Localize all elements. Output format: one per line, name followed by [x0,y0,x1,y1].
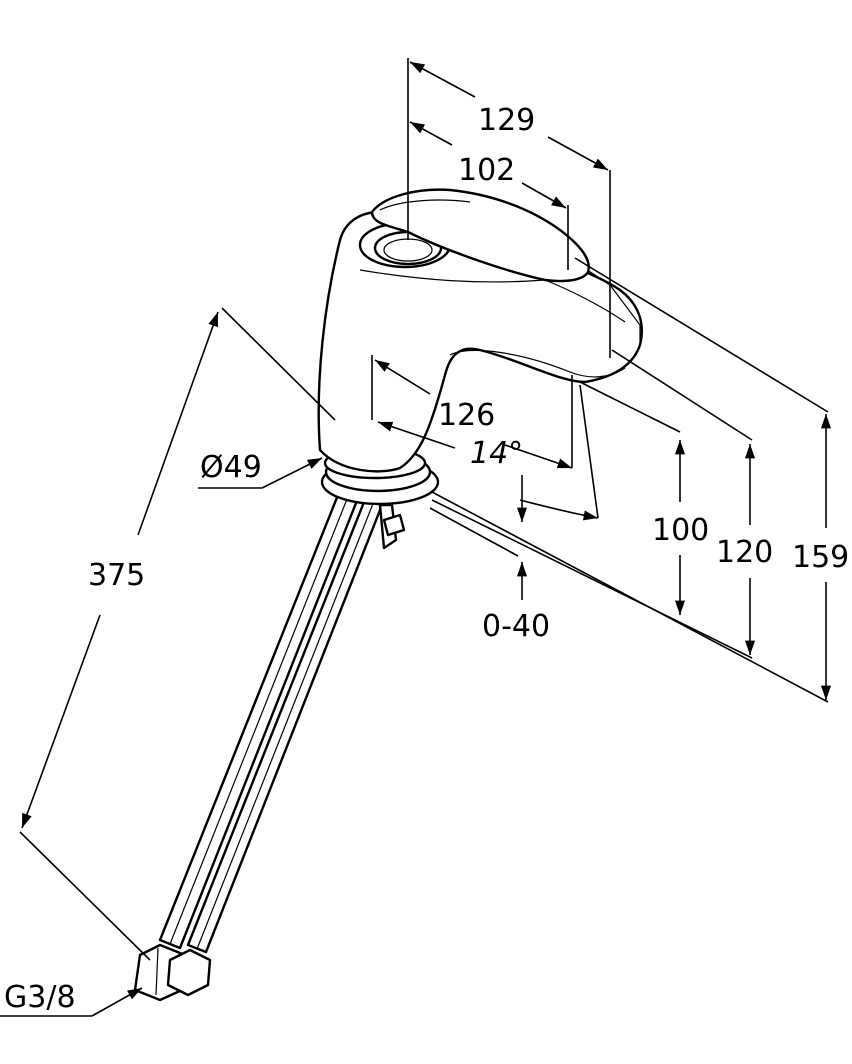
faucet-lever [370,188,590,283]
dim-120: 120 [716,535,773,570]
dimension-labels: 129 102 126 14° Ø49 375 100 120 159 0-40… [4,103,849,1015]
hose-right [186,490,386,954]
dim-100: 100 [652,513,709,548]
dim-diameter: Ø49 [200,450,262,485]
dim-375: 375 [88,558,145,593]
hose-nut [133,943,212,1002]
dim-159: 159 [792,540,849,575]
dim-102: 102 [458,153,515,188]
dim-thread: G3/8 [4,980,76,1015]
dim-range: 0-40 [482,609,550,644]
dim-126: 126 [438,398,495,433]
dim-129: 129 [478,103,535,138]
dimension-lines [0,58,832,1017]
faucet-body [133,188,643,1002]
dim-angle: 14° [470,436,523,471]
